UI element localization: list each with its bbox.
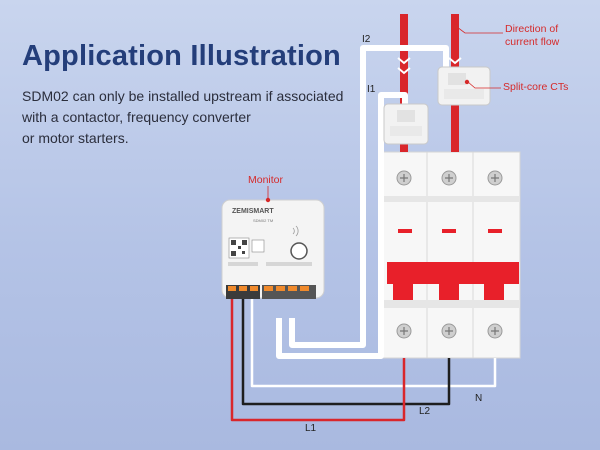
description: SDM02 can only be installed upstream if …	[22, 86, 352, 149]
ct-leads	[276, 45, 449, 359]
ct-callout: Split-core CTs	[503, 81, 569, 93]
wire-label-l2: L2	[419, 406, 431, 417]
circuit-breaker	[379, 151, 521, 359]
callout-line: Direction of	[505, 23, 559, 35]
ct-clamp	[383, 103, 429, 145]
ct-clamp	[437, 66, 491, 106]
terminal-block	[226, 285, 316, 299]
device-brand: ZEMISMART	[232, 208, 274, 215]
description-line: or motor starters.	[22, 130, 129, 146]
callout-leader	[265, 24, 503, 203]
wire-label-n: N	[475, 393, 483, 404]
wire-label-i1: I1	[367, 84, 376, 95]
monitor-callout: Monitor	[248, 174, 284, 186]
page-title: Application Illustration	[22, 40, 341, 72]
monitor-device: ZEMISMART SDM02 TM	[221, 199, 325, 299]
ct-port	[290, 242, 308, 260]
wire-label-i2: I2	[362, 34, 371, 45]
breaker-lever	[387, 262, 519, 300]
callout-line: current flow	[505, 36, 560, 48]
mains-wiring	[230, 299, 497, 422]
qr-code-icon	[228, 237, 265, 259]
device-model: SDM02 TM	[253, 218, 273, 223]
wire-label-l1: L1	[305, 423, 317, 434]
wifi-icon	[292, 225, 299, 237]
description-line: SDM02 can only be installed upstream if …	[22, 88, 344, 104]
flow-direction-callout: Direction of current flow	[505, 23, 559, 49]
description-line: with a contactor, frequency converter	[22, 109, 251, 125]
screw-icon	[396, 170, 503, 339]
